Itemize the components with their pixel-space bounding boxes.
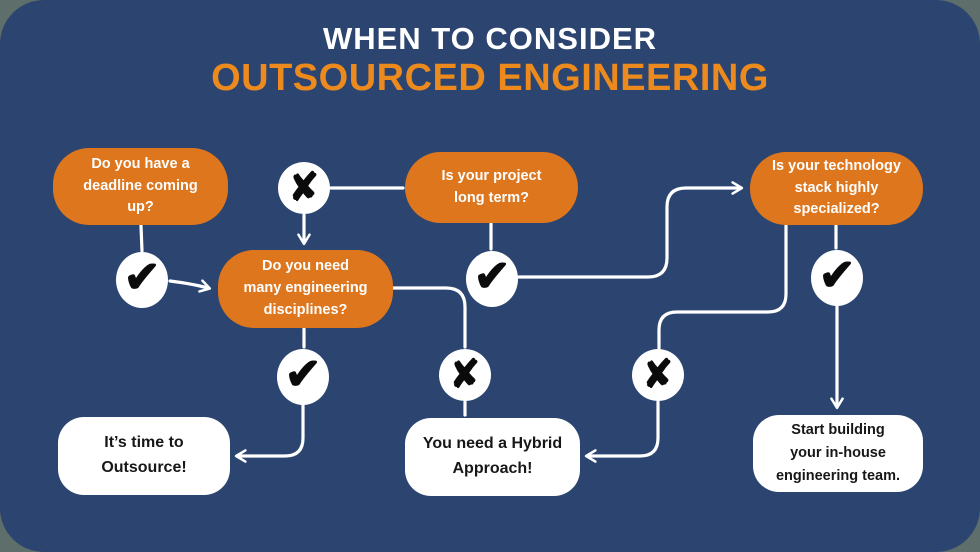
- edge-techstack-to-cross: [657, 224, 788, 350]
- edge-deadline-to-check: [139, 224, 144, 253]
- edge-check-to-disciplines: [168, 279, 212, 293]
- page-title: WHEN TO CONSIDER OUTSOURCED ENGINEERING: [0, 21, 980, 100]
- question-box-long-term: Is your project long term?: [405, 152, 578, 223]
- check-icon: ✔: [466, 251, 518, 307]
- check-icon: ✔: [811, 250, 863, 306]
- check-icon: ✔: [116, 252, 168, 308]
- edge-disciplines-to-cross: [392, 286, 467, 349]
- question-box-tech-stack: Is your technology stack highly speciali…: [750, 152, 923, 225]
- question-box-disciplines: Do you need many engineering disciplines…: [218, 250, 393, 328]
- edge-check-to-techstack: [517, 181, 744, 279]
- title-line2: OUTSOURCED ENGINEERING: [211, 57, 769, 100]
- check-icon: ✔: [277, 349, 329, 405]
- outcome-box-hybrid: You need a Hybrid Approach!: [405, 418, 580, 496]
- question-box-deadline: Do you have a deadline coming up?: [53, 148, 228, 225]
- outcome-box-in-house: Start building your in-house engineering…: [753, 415, 923, 492]
- edge-cross-to-hybrid: [584, 400, 660, 463]
- edge-check-to-outsource: [234, 400, 305, 463]
- title-line1: WHEN TO CONSIDER: [322, 21, 658, 56]
- outcome-box-outsource: It’s time to Outsource!: [58, 417, 230, 495]
